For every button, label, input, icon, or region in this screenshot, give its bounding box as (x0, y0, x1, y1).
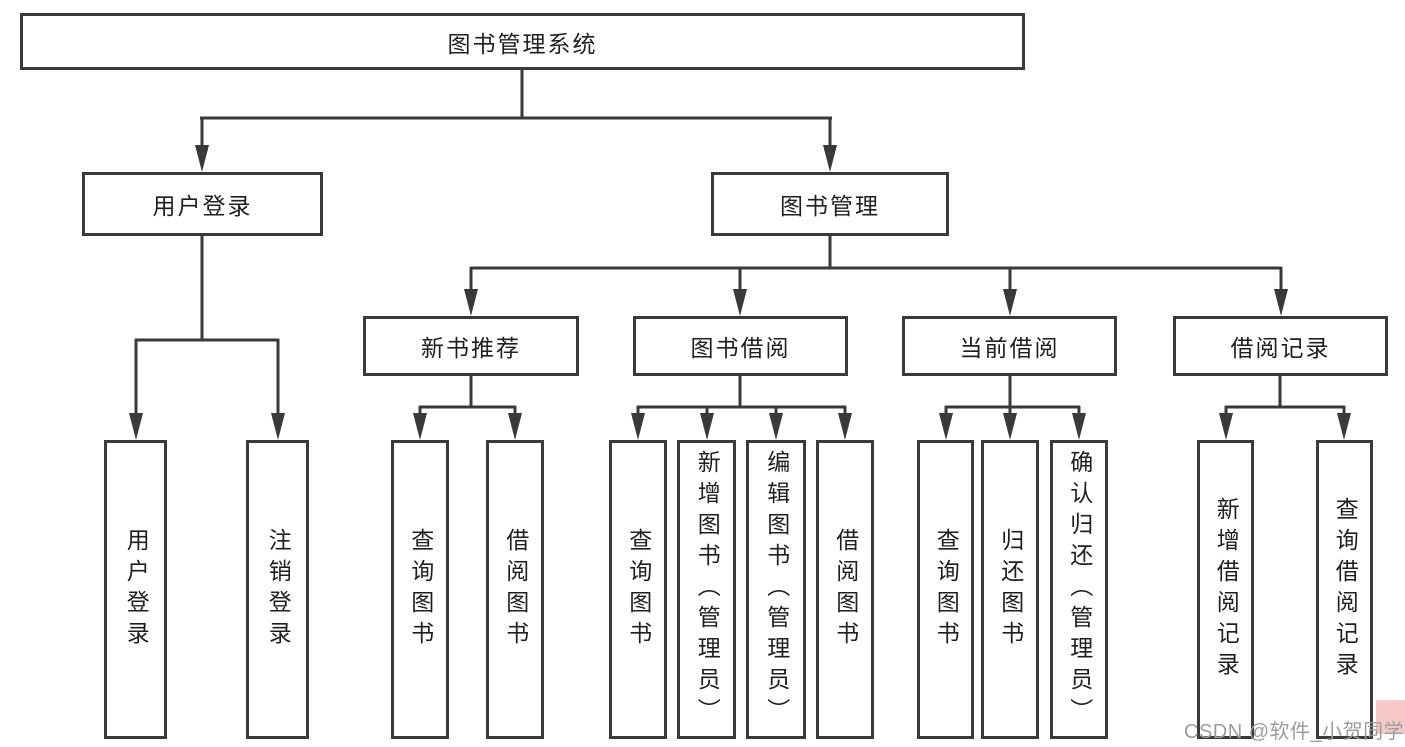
leaf-edit-book-admin: 编辑图书（管理员） (746, 440, 806, 739)
node-book-management: 图书管理 (711, 172, 949, 236)
node-book-borrowing-label: 图书借阅 (690, 335, 791, 361)
leaf-query-borrow-record-label: 查询借阅记录 (1332, 496, 1359, 683)
watermark-text: CSDN @软件_小贺同学 (1184, 721, 1405, 743)
leaf-logout-label: 注销登录 (265, 527, 292, 652)
leaf-add-borrow-record-label: 新增借阅记录 (1213, 496, 1240, 683)
leaf-borrow-books-recommend: 借阅图书 (486, 440, 544, 739)
leaf-borrow-books-borrowing: 借阅图书 (816, 440, 874, 739)
node-book-borrowing: 图书借阅 (633, 316, 848, 376)
leaf-query-books-current: 查询图书 (917, 440, 974, 739)
node-user-login-label: 用户登录 (152, 193, 253, 219)
node-book-management-label: 图书管理 (780, 193, 880, 219)
leaf-return-books: 归还图书 (981, 440, 1039, 739)
node-root: 图书管理系统 (20, 13, 1025, 70)
leaf-edit-book-admin-label: 编辑图书（管理员） (763, 450, 790, 729)
leaf-query-books-recommend-label: 查询图书 (407, 527, 434, 652)
leaf-query-books-current-label: 查询图书 (933, 527, 960, 652)
node-borrowing-records: 借阅记录 (1173, 316, 1388, 376)
leaf-user-login-label: 用户登录 (123, 527, 150, 652)
leaf-user-login: 用户登录 (104, 440, 167, 739)
leaf-add-book-admin-label: 新增图书（管理员） (694, 450, 721, 729)
node-current-borrowing-label: 当前借阅 (959, 335, 1060, 361)
leaf-borrow-books-borrowing-label: 借阅图书 (832, 527, 859, 652)
leaf-confirm-return-admin-label: 确认归还（管理员） (1066, 450, 1093, 729)
node-root-label: 图书管理系统 (447, 30, 598, 57)
node-new-book-recommendation-label: 新书推荐 (421, 335, 521, 361)
node-new-book-recommendation: 新书推荐 (363, 316, 579, 376)
watermark-accent (1376, 700, 1405, 734)
leaf-query-books-borrowing: 查询图书 (609, 440, 667, 739)
node-borrowing-records-label: 借阅记录 (1230, 335, 1331, 361)
leaf-query-borrow-record: 查询借阅记录 (1316, 440, 1373, 739)
leaf-logout: 注销登录 (246, 440, 309, 739)
leaf-return-books-label: 归还图书 (997, 527, 1024, 652)
leaf-borrow-books-recommend-label: 借阅图书 (502, 527, 529, 652)
leaf-add-borrow-record: 新增借阅记录 (1197, 440, 1254, 739)
leaf-query-books-borrowing-label: 查询图书 (625, 527, 652, 652)
arrowheads (129, 145, 1351, 440)
node-current-borrowing: 当前借阅 (902, 316, 1117, 376)
node-user-login: 用户登录 (82, 172, 323, 236)
leaf-query-books-recommend: 查询图书 (391, 440, 449, 739)
leaf-add-book-admin: 新增图书（管理员） (677, 440, 736, 739)
leaf-confirm-return-admin: 确认归还（管理员） (1050, 440, 1108, 739)
